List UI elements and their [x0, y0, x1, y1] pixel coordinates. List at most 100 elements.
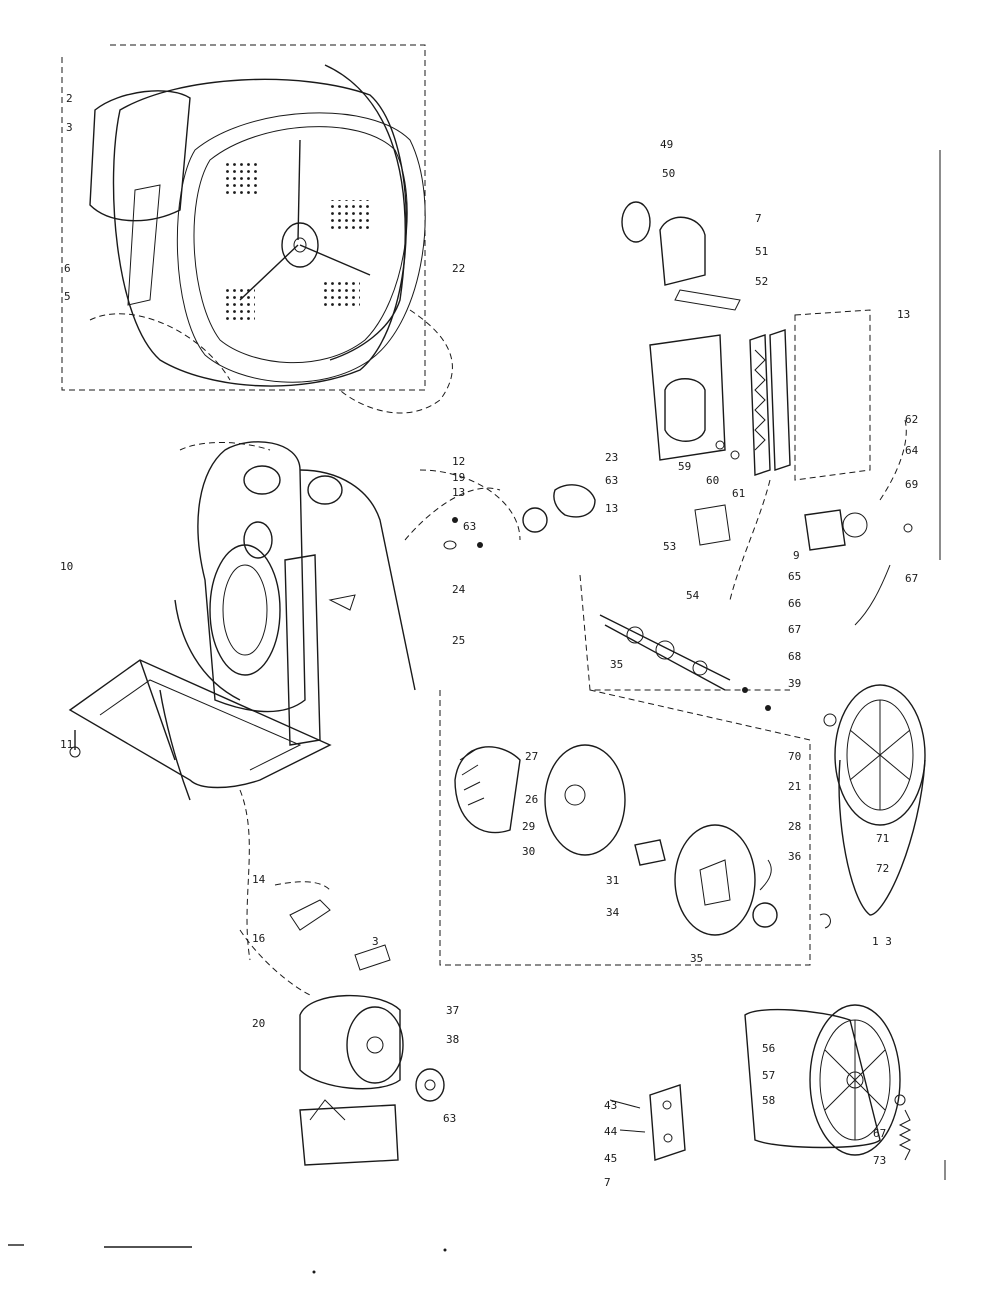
motor-clip-14	[289, 899, 331, 931]
label-60: 60	[706, 474, 719, 487]
door-seal-ring	[621, 201, 651, 243]
label-35a: 35	[610, 658, 623, 671]
heater-coil-right	[769, 329, 791, 471]
drive-belt	[838, 759, 926, 916]
screw-b	[477, 542, 483, 548]
label-44: 44	[604, 1125, 618, 1138]
spring-anchor	[894, 1094, 906, 1106]
rear-port	[307, 475, 343, 505]
motor-clip-3	[354, 944, 391, 971]
idler-shaft-b	[604, 624, 726, 691]
label-37: 37	[446, 1004, 459, 1017]
idler-washer	[742, 687, 748, 693]
blower-housing-detail	[699, 859, 731, 906]
label-19: 19	[452, 471, 465, 484]
drive-wheel-hub	[846, 1071, 864, 1089]
leveling-foot	[69, 746, 81, 758]
motor-shaft	[366, 1036, 384, 1054]
front-panel	[649, 334, 726, 461]
label-28: 28	[788, 820, 801, 833]
drum-assembly	[61, 44, 453, 414]
blower-assembly	[439, 689, 811, 966]
bracket-hole-1	[662, 1100, 672, 1110]
label-68: 68	[788, 650, 801, 663]
label-2: 2	[66, 92, 73, 105]
terminal-block	[694, 504, 731, 546]
label-43: 43	[604, 1099, 617, 1112]
idler-bearing-1	[626, 626, 644, 644]
bracket-plate	[649, 1084, 686, 1161]
label-30: 30	[522, 845, 535, 858]
label-29: 29	[522, 820, 535, 833]
label-3b: 3	[372, 935, 379, 948]
label-73: 73	[873, 1154, 886, 1167]
label-49: 49	[660, 138, 673, 151]
motor-assembly	[239, 881, 445, 1166]
label-45: 45	[604, 1152, 617, 1165]
belt-housing	[744, 1008, 881, 1149]
drive-pulley	[752, 902, 778, 928]
label-63a: 63	[463, 520, 476, 533]
bulkhead-port-1	[243, 465, 281, 495]
bracket-hole-2	[663, 1133, 673, 1143]
label-67a: 67	[905, 572, 918, 585]
label-34: 34	[606, 906, 620, 919]
tension-spring	[898, 1109, 912, 1161]
drum-baffle	[127, 184, 161, 306]
label-53: 53	[663, 540, 676, 553]
motor-leader-2	[239, 929, 311, 996]
label-6: 6	[64, 262, 71, 275]
drive-detail	[609, 1004, 946, 1180]
blower-housing-rear	[674, 824, 756, 936]
door-bracket	[659, 216, 706, 286]
blower-housing-hub	[564, 784, 586, 806]
fuse-body	[553, 484, 596, 518]
terminal-60	[715, 440, 725, 450]
door-bracket-arm	[674, 289, 741, 311]
blower-housing-front	[544, 744, 626, 856]
label-25: 25	[452, 634, 465, 647]
label-52: 52	[755, 275, 768, 288]
label-22: 22	[452, 262, 465, 275]
idler-assembly	[579, 574, 790, 711]
bracket-screw-44	[619, 1129, 646, 1133]
thermostat-cluster	[404, 469, 596, 550]
label-7a: 7	[755, 212, 762, 225]
panel-leader	[729, 479, 771, 601]
blower-coupling	[634, 839, 666, 866]
label-23: 23	[605, 451, 618, 464]
label-61: 61	[732, 487, 745, 500]
frame-leg-left	[159, 689, 191, 801]
switch-screw	[903, 523, 913, 533]
label-67b: 67	[788, 623, 801, 636]
base-strut	[139, 659, 176, 761]
label-70: 70	[788, 750, 801, 763]
idler-bearing-2	[655, 640, 675, 660]
frame-dash-bottom	[239, 789, 251, 961]
perforation-patch-4	[320, 280, 360, 310]
bulkhead-opening-inner	[222, 564, 268, 656]
label-12: 12	[452, 455, 465, 468]
label-13b: 13	[605, 502, 618, 515]
page-marks	[8, 1244, 447, 1274]
motor-endbell	[346, 1006, 404, 1084]
belt-idler	[823, 713, 837, 727]
thermostat-leader	[419, 469, 521, 541]
label-36: 36	[788, 850, 801, 863]
perforation-patch-2	[330, 200, 370, 230]
label-83: 63	[605, 474, 618, 487]
drive-wheel-spokes	[849, 700, 911, 810]
drum-spider-arm-right	[299, 244, 371, 276]
label-50: 50	[662, 167, 675, 180]
label-24: 24	[452, 583, 466, 596]
drum-spider-arm-top	[297, 139, 301, 241]
drum-leader-22	[339, 309, 453, 414]
drive-wheel-large-spokes	[824, 1020, 886, 1140]
label-3: 3	[66, 121, 73, 134]
switch-bracket	[804, 509, 846, 551]
label-63b: 63	[443, 1112, 456, 1125]
base-plate	[68, 659, 332, 789]
drive-wheel-large	[809, 1004, 901, 1156]
front-panel-assembly	[621, 150, 941, 601]
